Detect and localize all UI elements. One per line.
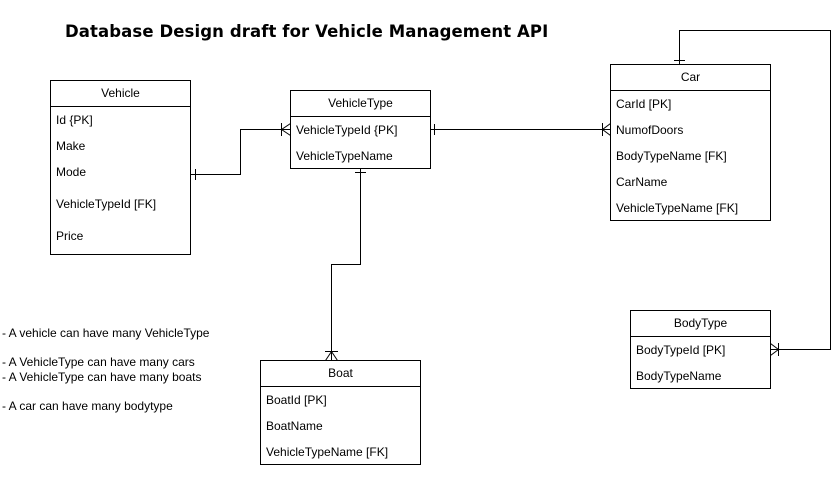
- relationship-vehicle-vehicletype[interactable]: [190, 123, 291, 180]
- field-id: Id {PK]: [56, 113, 93, 127]
- entity-header: Boat: [261, 361, 420, 387]
- many-marker: [602, 129, 611, 136]
- field-make: Make: [56, 139, 86, 153]
- relationship-vehicletype-car[interactable]: [430, 123, 611, 136]
- entity-vehicle[interactable]: Vehicle Id {PK] Make Mode VehicleTypeId …: [50, 80, 191, 255]
- note-item: - A car can have many bodytype: [2, 398, 173, 413]
- entity-bodytype[interactable]: BodyType BodyTypeId [PK] BodyTypeName: [630, 310, 771, 389]
- field-boatname: BoatName: [266, 419, 323, 433]
- entity-header: VehicleType: [291, 91, 430, 117]
- relationship-car-bodytype[interactable]: [674, 30, 831, 357]
- many-marker: [281, 129, 291, 136]
- field-vehicletypename: VehicleTypeName [FK]: [266, 445, 389, 459]
- field-carname: CarName: [616, 175, 668, 189]
- many-marker: [331, 351, 338, 361]
- note-item: - A VehicleType can have many boats: [2, 369, 202, 384]
- many-marker: [281, 123, 291, 130]
- field-mode: Mode: [56, 165, 87, 179]
- field-price: Price: [56, 229, 84, 243]
- entity-header: BodyType: [631, 311, 770, 337]
- note-item: - A VehicleType can have many cars: [2, 355, 195, 369]
- entity-car[interactable]: Car CarId [PK] NumofDoors BodyTypeName […: [610, 64, 771, 221]
- many-marker: [325, 351, 332, 361]
- many-marker: [770, 349, 779, 356]
- field-bodytypeid: BodyTypeId [PK]: [636, 343, 726, 357]
- field-vehicletypeid: VehicleTypeId {PK]: [296, 123, 398, 137]
- diagram-title: Database Design draft for Vehicle Manage…: [65, 22, 549, 41]
- entity-boat[interactable]: Boat BoatId [PK] BoatName VehicleTypeNam…: [260, 360, 421, 465]
- relationship-vehicletype-boat[interactable]: [325, 168, 366, 361]
- field-vehicletypename: VehicleTypeName: [296, 149, 393, 163]
- field-vehicletypeid: VehicleTypeId [FK]: [56, 197, 157, 211]
- relationship-notes: - A vehicle can have many VehicleType - …: [2, 326, 209, 413]
- note-item: - A vehicle can have many VehicleType: [2, 326, 210, 340]
- entity-header: Car: [611, 65, 770, 91]
- entity-header: Vehicle: [51, 81, 190, 107]
- field-carid: CarId [PK]: [616, 97, 672, 111]
- field-boatid: BoatId [PK]: [266, 393, 327, 407]
- many-marker: [602, 123, 611, 130]
- field-bodytypename: BodyTypeName [FK]: [616, 149, 727, 163]
- field-vehicletypename: VehicleTypeName [FK]: [616, 201, 739, 215]
- field-bodytypename: BodyTypeName: [636, 369, 722, 383]
- many-marker: [770, 343, 779, 350]
- field-numofdoors: NumofDoors: [616, 123, 684, 137]
- entity-vehicletype[interactable]: VehicleType VehicleTypeId {PK] VehicleTy…: [290, 90, 431, 169]
